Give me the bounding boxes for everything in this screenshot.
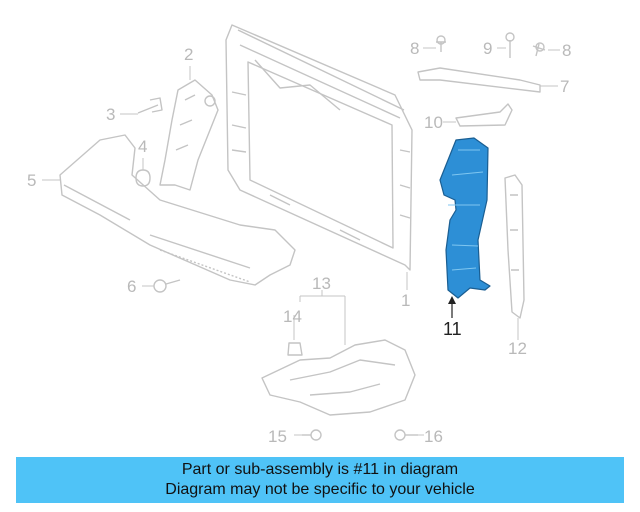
- bracket-10: [455, 103, 513, 127]
- callout-4: 4: [138, 137, 148, 156]
- clip-14: [287, 342, 303, 356]
- leader-lines: [42, 47, 560, 436]
- bolt-8a: [436, 35, 446, 52]
- callout-10: 10: [424, 113, 443, 132]
- screw-15: [302, 429, 322, 441]
- air-guide-12: [504, 174, 525, 319]
- callout-7: 7: [560, 77, 570, 96]
- screw-6: [153, 279, 181, 293]
- banner-line-1: Part or sub-assembly is #11 in diagram: [181, 461, 459, 478]
- callout-8a: 8: [410, 39, 420, 58]
- clip-4: [135, 169, 151, 187]
- radiator-support-frame: [225, 24, 413, 271]
- callout-15: 15: [268, 427, 287, 446]
- callout-16: 16: [424, 427, 443, 446]
- bolt-3: [137, 97, 163, 114]
- callout-1: 1: [401, 291, 411, 310]
- bolt-9: [505, 32, 515, 58]
- callout-13: 13: [312, 274, 331, 293]
- callout-3: 3: [106, 105, 116, 124]
- callout-12: 12: [508, 339, 527, 358]
- callout-9: 9: [483, 39, 493, 58]
- banner-line-2: Diagram may not be specific to your vehi…: [165, 481, 475, 498]
- parts-diagram: [42, 24, 560, 441]
- bolt-16: [394, 429, 418, 441]
- callout-2: 2: [184, 45, 194, 64]
- highlighted-part-11: [439, 137, 491, 299]
- callout-8b: 8: [562, 41, 572, 60]
- callout-6: 6: [127, 277, 137, 296]
- info-banner: Part or sub-assembly is #11 in diagram D…: [16, 457, 624, 503]
- bolt-8b: [532, 42, 546, 57]
- lower-crossmember-5: [59, 134, 296, 286]
- callout-11: 11: [443, 319, 462, 339]
- bracket-7: [417, 67, 541, 93]
- splash-shield-13: [261, 290, 416, 416]
- callout-14: 14: [283, 307, 302, 326]
- bracket-2: [159, 79, 219, 191]
- callout-5: 5: [27, 171, 37, 190]
